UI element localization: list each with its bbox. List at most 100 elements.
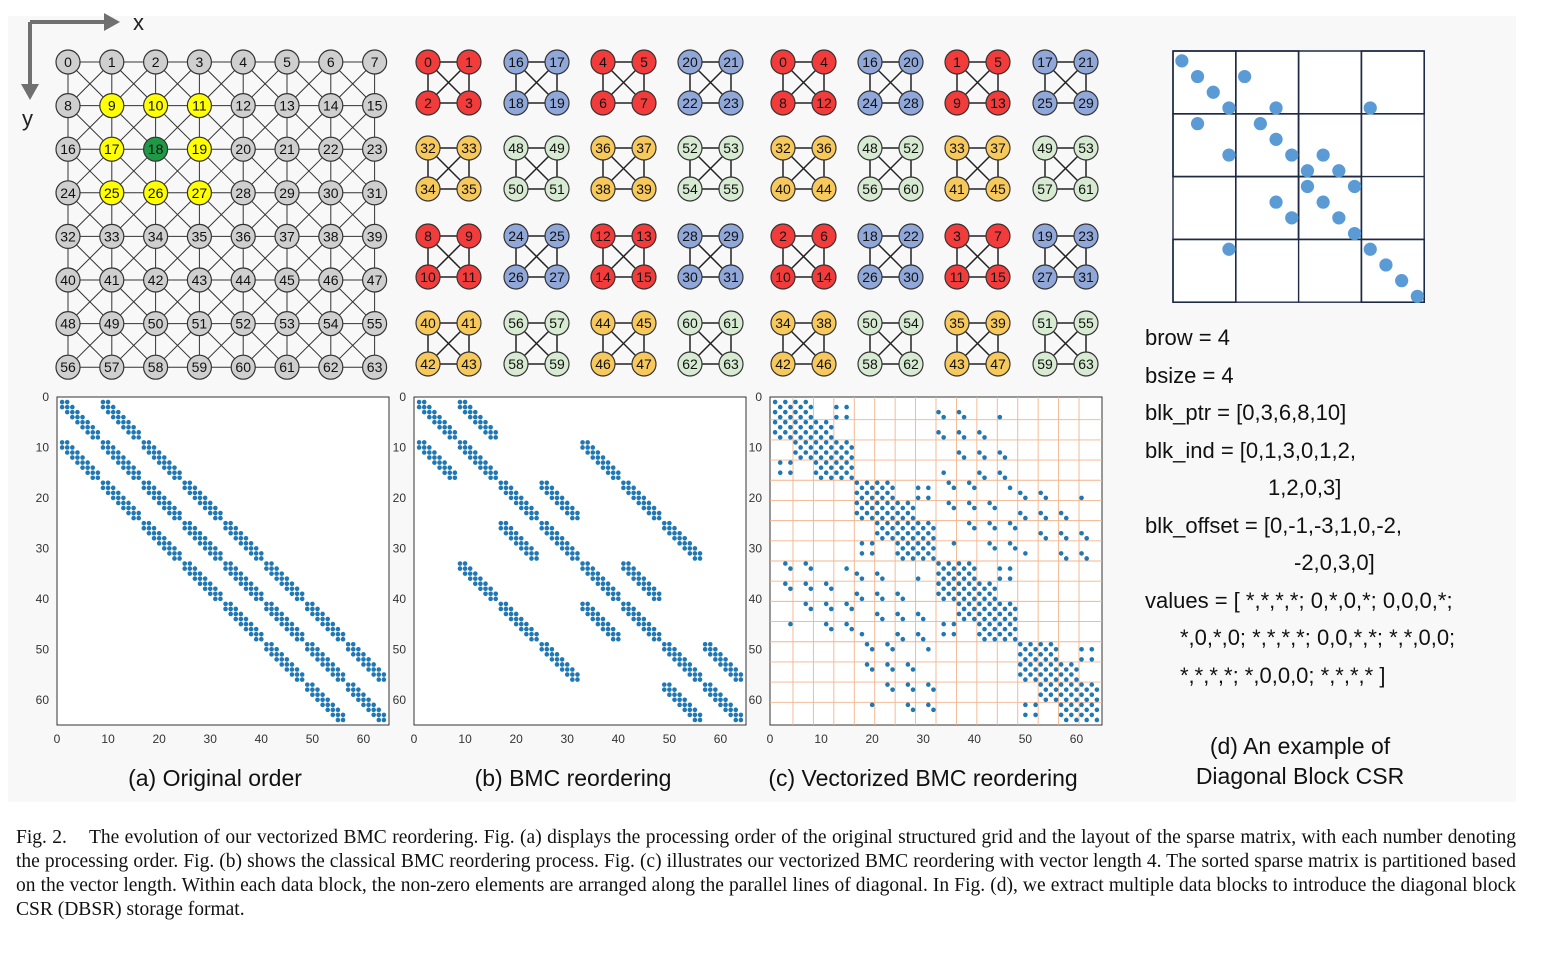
x-tick-label: 60 [714,732,728,746]
x-tick-label: 50 [306,732,320,746]
block-node [631,176,657,202]
nonzero-dot [371,672,376,677]
grid-node [274,267,300,293]
nonzero-dot [513,490,519,496]
nonzero-dot [728,712,733,718]
nonzero-dot [141,445,147,450]
chart-a-title: (a) Original order [128,765,302,791]
grid-node [99,267,125,293]
nonzero-dot [356,652,361,657]
block-node [1032,135,1058,161]
grid-node [230,223,256,249]
nonzero-dot [534,556,539,561]
nonzero-dot [105,445,111,450]
nonzero-dot [462,409,468,415]
nonzero-dot [467,576,473,581]
nonzero-dot [376,707,382,713]
nonzero-dot [177,510,182,516]
nonzero-dot [905,682,911,687]
nonzero-dot [136,515,142,521]
nonzero-dot [961,435,967,440]
nonzero-dot [299,672,305,677]
block-node [857,351,883,377]
dbsr-nonzero [1300,179,1315,194]
grid-node [99,223,125,249]
nonzero-dot [951,596,957,602]
nonzero-dot [366,707,371,713]
nonzero-dot [488,475,493,481]
nonzero-dot [1033,657,1038,662]
nonzero-dot [253,586,259,592]
nonzero-dot [136,430,142,435]
nonzero-dot [997,566,1003,571]
nonzero-dot [524,546,529,551]
block-node [770,135,796,161]
nonzero-dot [1017,490,1023,496]
nonzero-dot [294,636,300,642]
nonzero-dot [667,520,672,526]
nonzero-dot [90,465,96,470]
nonzero-dot [864,480,870,486]
block-node [985,49,1011,75]
block-node [503,351,529,377]
nonzero-dot [1063,535,1069,541]
chart-b-title: (b) BMC reordering [475,765,672,791]
nonzero-dot [844,414,849,420]
nonzero-dot [294,631,300,637]
nonzero-dot [105,490,111,496]
nonzero-dot [243,586,249,592]
nonzero-dot [371,662,376,667]
grid-node [143,180,169,206]
y-tick-label: 30 [749,541,763,555]
nonzero-dot [167,546,172,551]
block-node-label: 0 [424,54,432,70]
nonzero-dot [340,712,346,718]
nonzero-dot [1074,667,1079,672]
block-node [718,49,744,75]
block-node [415,351,441,377]
x-tick-label: 30 [561,732,575,746]
nonzero-dot [202,541,208,546]
dbsr-line-blk-ind: blk_ind = [0,1,3,0,1,2, [1145,438,1356,463]
nonzero-dot [702,682,708,687]
nonzero-dot [1074,717,1079,723]
grid-node [318,223,344,249]
block-node-label: 35 [461,181,477,197]
block-node [544,135,570,161]
block-node-label: 6 [599,95,607,111]
nonzero-dot [513,495,519,501]
nonzero-dot [462,450,468,455]
nonzero-dot [156,541,162,546]
block-node [503,176,529,202]
nonzero-dot [910,707,916,713]
nonzero-dot [874,571,880,576]
nonzero-dot [462,561,468,566]
nonzero-dot [467,450,473,455]
nonzero-dot [279,571,285,576]
nonzero-dot [926,647,931,652]
block-node-label: 49 [549,140,565,156]
nonzero-dot [253,626,259,632]
block-node [718,90,744,116]
nonzero-dot [723,662,728,667]
nonzero-dot [1094,717,1100,723]
block-node-label: 51 [1037,315,1053,331]
nonzero-dot [641,495,647,501]
nonzero-dot [488,586,493,592]
nonzero-dot [207,591,213,597]
block-node-label: 15 [990,269,1006,285]
nonzero-dot [59,445,65,450]
nonzero-dot [90,435,96,440]
nonzero-dot [457,445,463,450]
grid-node-label: 60 [235,359,251,375]
nonzero-dot [554,530,560,536]
nonzero-dot [646,510,652,516]
nonzero-dot [70,445,75,450]
nonzero-dot [672,657,677,662]
nonzero-dot [733,677,739,682]
nonzero-dot [554,657,560,662]
nonzero-dot [1033,647,1038,652]
nonzero-dot [75,419,80,425]
nonzero-dot [202,505,208,511]
nonzero-dot [687,541,693,546]
